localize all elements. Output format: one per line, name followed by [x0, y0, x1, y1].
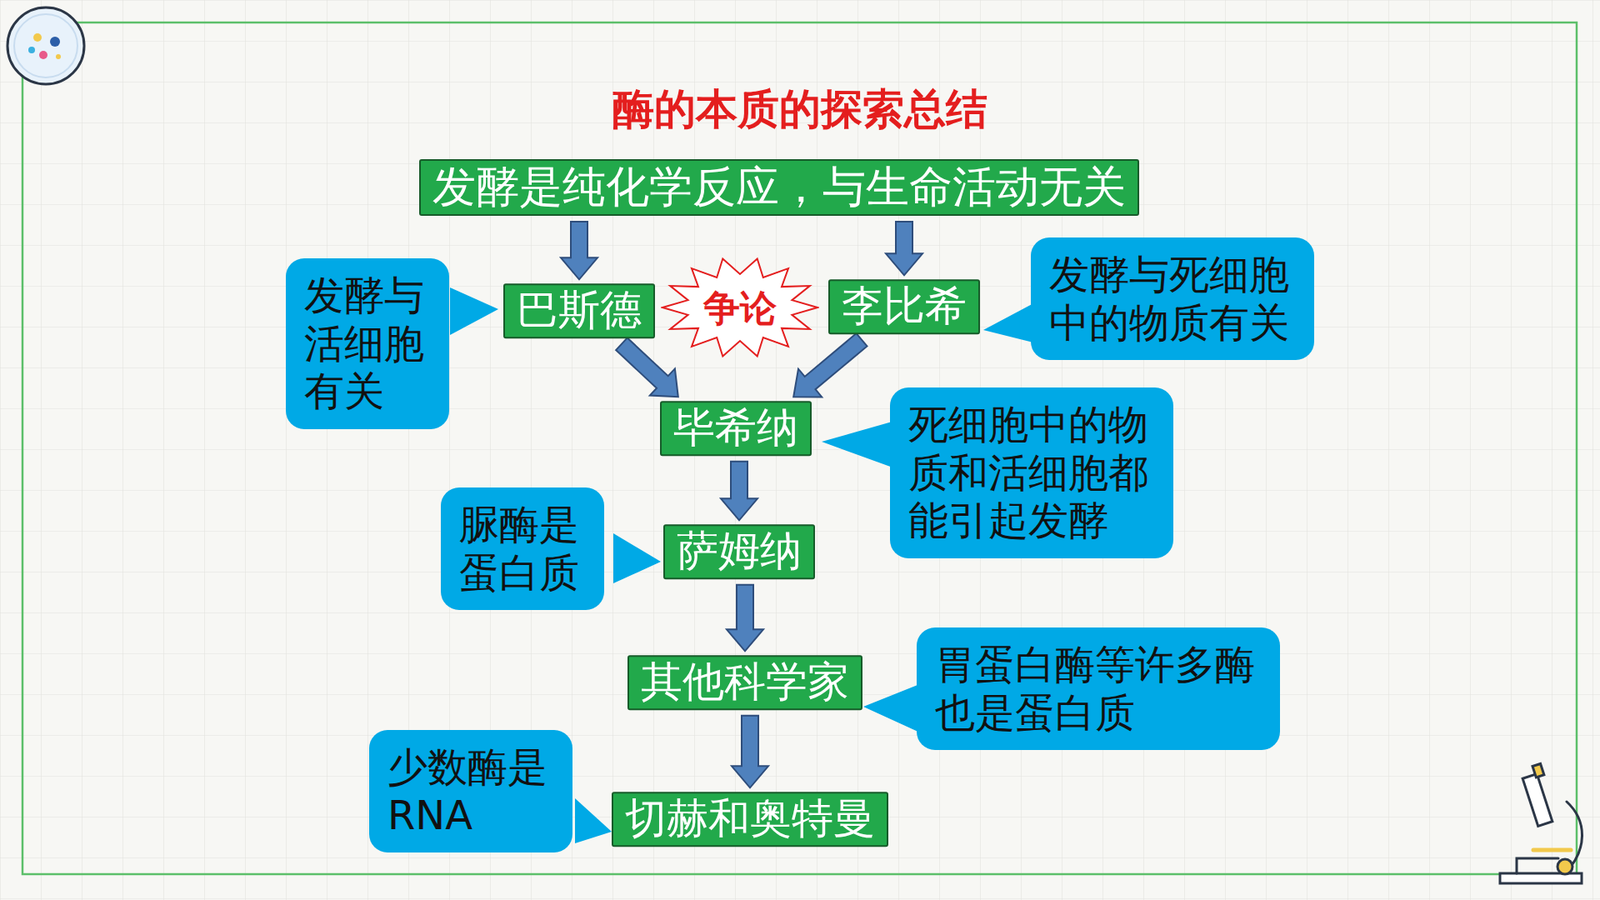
callout-text: 发酵与死细胞中的物质有关 — [1049, 250, 1296, 347]
callout-tail — [450, 287, 499, 335]
scientist-box: 巴斯德 — [503, 283, 655, 339]
callout-bubble: 发酵与活细胞有关 — [285, 258, 450, 430]
starburst: 争论 — [660, 255, 820, 360]
block-arrow — [731, 715, 769, 789]
callout-text: 脲酶是蛋白质 — [459, 500, 586, 597]
microscope-icon — [1500, 763, 1583, 884]
callout-tail — [821, 420, 895, 469]
box-label: 李比希 — [841, 282, 967, 331]
box-label: 巴斯德 — [516, 286, 642, 335]
callout-text: 少数酶是RNA — [387, 743, 555, 840]
callout-tail — [613, 533, 661, 584]
callout-tail — [575, 798, 612, 844]
scientist-box: 切赫和奥特曼 — [611, 791, 889, 847]
box-label: 毕希纳 — [673, 404, 799, 453]
scientist-box: 毕希纳 — [660, 400, 812, 456]
block-arrow — [560, 221, 598, 280]
callout-bubble: 死细胞中的物质和活细胞都能引起发酵 — [890, 387, 1174, 559]
block-arrow — [615, 337, 679, 397]
scientist-box: 李比希 — [828, 279, 980, 335]
dispute-label: 争论 — [703, 289, 777, 326]
scientist-box: 其他科学家 — [627, 655, 863, 710]
callout-tail — [983, 301, 1037, 344]
callout-bubble: 胃蛋白酶等许多酶也是蛋白质 — [916, 627, 1280, 750]
box-label: 切赫和奥特曼 — [625, 795, 875, 844]
callout-text: 死细胞中的物质和活细胞都能引起发酵 — [908, 400, 1155, 545]
block-arrow — [720, 461, 758, 521]
scientist-box: 萨姆纳 — [663, 524, 815, 580]
box-label: 萨姆纳 — [676, 527, 802, 576]
block-arrow — [793, 333, 867, 397]
callout-bubble: 少数酶是RNA — [369, 730, 573, 853]
callout-tail — [863, 683, 922, 734]
box-label: 发酵是纯化学反应，与生命活动无关 — [432, 162, 1126, 213]
callout-text: 发酵与活细胞有关 — [304, 271, 431, 416]
scientist-box: 发酵是纯化学反应，与生命活动无关 — [419, 159, 1140, 216]
diagram-title: 酶的本质的探索总结 — [0, 86, 1600, 133]
callout-bubble: 脲酶是蛋白质 — [440, 487, 605, 610]
callout-bubble: 发酵与死细胞中的物质有关 — [1030, 237, 1315, 360]
callout-text: 胃蛋白酶等许多酶也是蛋白质 — [935, 640, 1262, 737]
frame — [22, 22, 1577, 875]
corner-icon — [7, 7, 85, 85]
block-arrow — [726, 585, 764, 652]
box-label: 其他科学家 — [640, 658, 850, 707]
block-arrow — [885, 221, 923, 275]
